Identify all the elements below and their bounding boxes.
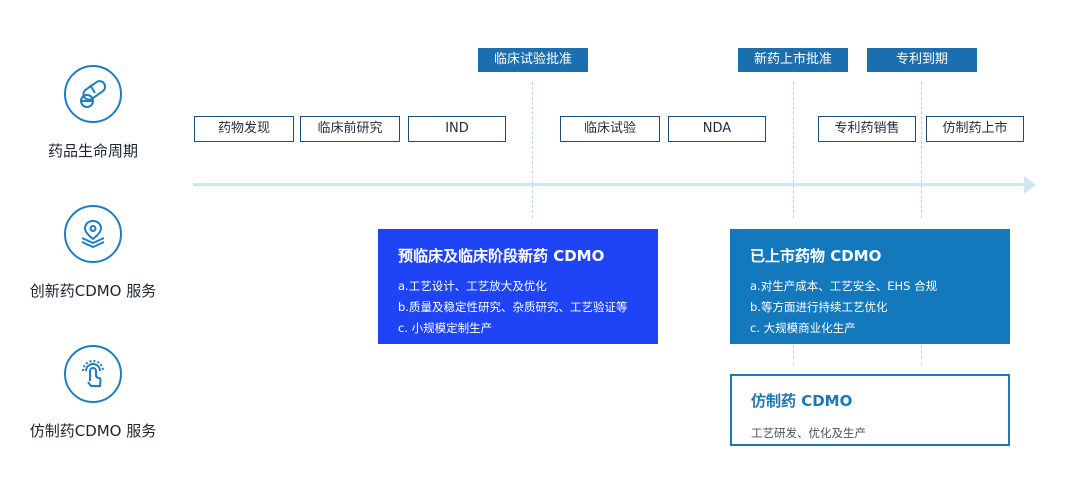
panel-item: a.工艺设计、工艺放大及优化 [398, 279, 547, 293]
panel-item: a.对生产成本、工艺安全、EHS 合规 [750, 279, 938, 293]
panel-title: 已上市药物 CDMO [750, 247, 882, 265]
milestone-patent-expiry: 专利到期 [867, 48, 977, 72]
milestone-line-patent-expiry-lower [921, 345, 922, 365]
stage-ind: IND [408, 116, 506, 142]
touch-fingerprint-icon [64, 345, 122, 403]
stage-drug-discovery: 药物发现 [194, 116, 294, 142]
panel-title: 预临床及临床阶段新药 CDMO [398, 247, 605, 265]
row-label-generic-cdmo: 仿制药CDMO 服务 [29, 422, 157, 440]
layered-location-pin-icon [64, 205, 122, 263]
panel-item: b.等方面进行持续工艺优化 [750, 300, 888, 314]
capsule-pill-icon [64, 65, 122, 123]
stage-generic-launch: 仿制药上市 [926, 116, 1024, 142]
milestone-drug-approval: 新药上市批准 [738, 48, 848, 72]
row-label-innovative-cdmo: 创新药CDMO 服务 [29, 282, 157, 300]
stage-preclinical: 临床前研究 [300, 116, 400, 142]
milestone-line-drug-approval-lower [793, 345, 794, 365]
row-label-lifecycle: 药品生命周期 [47, 142, 138, 160]
panel-item: c. 小规模定制生产 [398, 321, 493, 335]
panel-innovative-marketed: 已上市药物 CDMO a.对生产成本、工艺安全、EHS 合规 b.等方面进行持续… [730, 229, 1010, 344]
panel-item: c. 大规模商业化生产 [750, 321, 856, 335]
panel-title: 仿制药 CDMO [751, 392, 853, 410]
stage-clinical-trial: 临床试验 [560, 116, 660, 142]
stage-nda: NDA [668, 116, 766, 142]
milestone-line-clinical-approval [532, 82, 533, 218]
timeline-axis [193, 183, 1025, 186]
stage-patent-drug-sales: 专利药销售 [818, 116, 916, 142]
panel-generic: 仿制药 CDMO 工艺研发、优化及生产 [730, 374, 1010, 446]
milestone-clinical-approval: 临床试验批准 [478, 48, 588, 72]
milestone-line-drug-approval [793, 82, 794, 218]
milestone-line-patent-expiry [921, 82, 922, 218]
panel-item: b.质量及稳定性研究、杂质研究、工艺验证等 [398, 300, 628, 314]
timeline-arrowhead [1024, 176, 1036, 194]
panel-item: 工艺研发、优化及生产 [751, 426, 866, 440]
panel-innovative-early: 预临床及临床阶段新药 CDMO a.工艺设计、工艺放大及优化 b.质量及稳定性研… [378, 229, 658, 344]
